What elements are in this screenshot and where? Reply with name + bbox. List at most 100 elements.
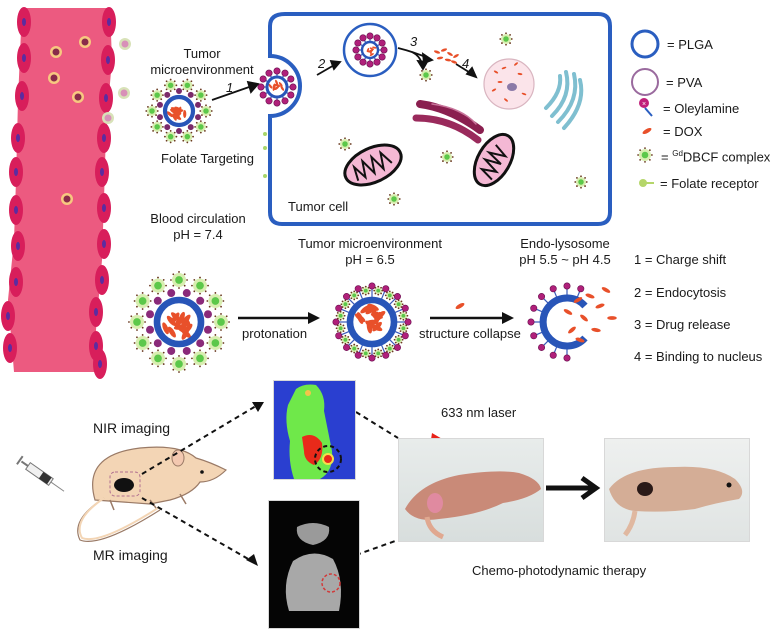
gd-dbcf-complex [360,285,371,296]
stage-ph: pH 5.5 ~ pH 4.5 [519,252,611,267]
dox-molecule [440,48,448,52]
gd-dbcf-complex [393,299,404,310]
dox-molecule [274,83,281,87]
gd-dbcf-complex [206,334,225,352]
circulating-np [81,38,89,46]
dox-molecule [370,324,383,332]
oleylamine [182,346,191,355]
cell-nucleus [102,134,106,142]
cell-nucleus [22,54,26,62]
gd-dbcf-complex [340,299,351,310]
folate-targeting-label: Folate Targeting [161,151,254,166]
oleylamine [257,83,265,91]
oleylamine [335,332,343,340]
endoplasmic-reticulum [412,100,484,144]
therapy-label: Chemo-photodynamic therapy [472,563,647,578]
legend-icons: × [630,29,660,187]
gd-dbcf-complex [419,68,433,82]
oleylamine [203,310,212,319]
oleylamine [393,343,401,351]
cell-nucleus [8,344,12,352]
oleylamine [378,53,386,61]
oleylamine [354,351,362,359]
dox-molecule [447,52,453,56]
gd-dbcf-complex [384,290,395,301]
released-dox-cluster [433,48,459,64]
cell-nucleus [107,18,111,26]
released-dox [455,302,465,310]
oleylamine [373,58,381,66]
circulating-np [52,48,60,56]
oleylamine [273,67,281,75]
gd-dbcf-complex [180,130,194,144]
svg-text:×: × [642,101,646,108]
oleylamine [549,351,557,359]
plga-shell [360,40,380,60]
oleylamine [352,46,360,54]
legend-gd-sup: Gd [672,149,683,158]
dox-molecule [268,83,273,89]
oleylamine [530,304,538,312]
step-number-2: 2 [318,56,326,71]
oleylamine [343,293,351,301]
dox-molecule [175,107,180,116]
oleylamine [281,97,289,105]
oleylamine [366,32,374,40]
gd-dbcf-complex [499,32,513,46]
label-line-2: microenvironment [150,62,254,77]
dox-molecule [280,85,285,91]
dox-molecule [436,56,444,60]
imaging-dashed-arrows [141,405,399,561]
gd-dbcf-complex [180,78,194,92]
oleylamine [368,282,376,290]
oleylamine [196,296,205,305]
dox-molecule [601,287,611,293]
gd-dbcf-complex [194,88,208,102]
gd-dbcf-complex [398,323,409,334]
mouse-photo-before-treatment [398,438,544,542]
mouse-illustration [77,446,228,542]
dox-molecule [450,60,458,64]
dox-molecule [166,111,174,118]
gd-dbcf-complex [373,285,384,296]
oleylamine [203,325,212,334]
gd-dbcf-complex [199,104,213,118]
cell-nucleus [100,276,104,284]
oleylamine [196,339,205,348]
circulating-np [74,93,82,101]
cell-nucleus [98,360,102,368]
cell-nucleus [94,342,98,350]
broken-plga-shell [539,294,588,350]
dox-molecule [183,109,187,118]
legend-folate-receptor: = Folate receptor [660,176,759,191]
gd-dbcf-complex [170,271,188,289]
oleylamine [146,310,155,319]
np-blood-circulation [128,271,230,373]
oleylamine [167,346,176,355]
mouse-photo-after-treatment [604,438,750,542]
oleylamine [259,91,267,99]
step-number-3: 3 [410,34,418,49]
oleylamine [549,285,557,293]
legend-plga: = PLGA [667,37,713,52]
oleylamine [378,39,386,47]
protonation-label: protonation [242,326,308,341]
dox-molecule [162,322,169,335]
oleylamine [366,60,374,68]
dox-molecule [374,311,384,322]
gd-dbcf-complex [340,334,351,345]
gd-dbcf-complex [387,192,401,206]
mr-arrowhead [246,554,258,566]
gd-dbcf-complex [133,292,152,310]
legend-step-3: 3 = Drug release [634,317,731,332]
golgi-apparatus [544,70,584,130]
circulating-np [121,40,129,48]
mr-imaging-label: MR imaging [93,547,168,563]
endosome-nanoparticle [352,32,388,68]
cell-nucleus [102,240,106,248]
gd-dbcf-complex [145,104,159,118]
dox-molecule [453,54,459,58]
free-gd-dbcf-complexes [338,32,588,206]
dox-molecule [444,58,452,62]
stage-endo-lysosome: Endo-lysosome pH 5.5 ~ pH 4.5 [510,236,620,268]
